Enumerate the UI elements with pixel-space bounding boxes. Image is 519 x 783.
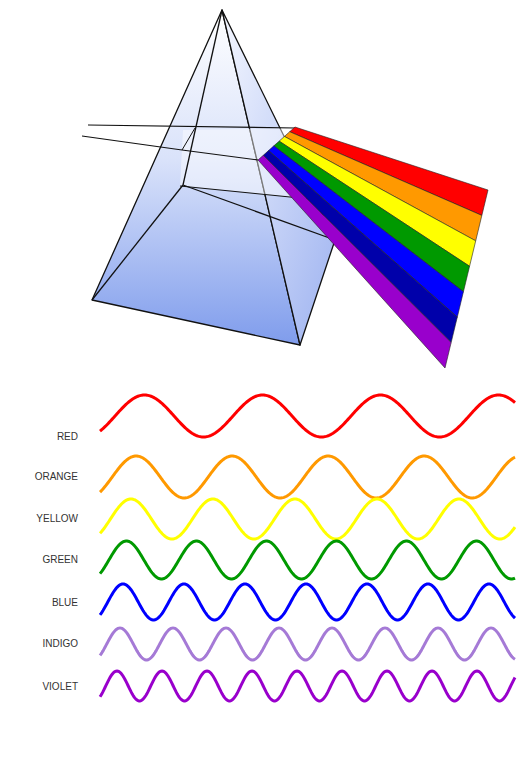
color-label: BLUE	[6, 597, 78, 609]
light-beam	[82, 125, 295, 160]
prism-edge	[183, 10, 222, 185]
light-wave	[100, 499, 515, 539]
spectrum-band	[258, 155, 451, 368]
color-label: GREEN	[6, 554, 78, 566]
light-wave	[100, 628, 515, 660]
light-wave	[100, 456, 515, 498]
light-wave	[100, 395, 515, 437]
color-label: ORANGE	[6, 471, 78, 483]
color-label: RED	[6, 431, 78, 443]
beam-line	[88, 125, 295, 128]
beam-line	[82, 136, 258, 160]
spectrum-band	[263, 151, 457, 343]
color-label: VIOLET	[6, 681, 78, 693]
color-label: INDIGO	[6, 638, 78, 650]
light-wave	[100, 541, 515, 579]
color-label: YELLOW	[6, 513, 78, 525]
light-wave	[100, 584, 515, 620]
spectrum-fan	[258, 127, 488, 368]
prism-edge	[92, 185, 183, 300]
beam-line	[182, 128, 195, 150]
wave-group	[100, 395, 515, 701]
spectrum-band	[269, 146, 464, 317]
light-wave	[100, 671, 515, 701]
